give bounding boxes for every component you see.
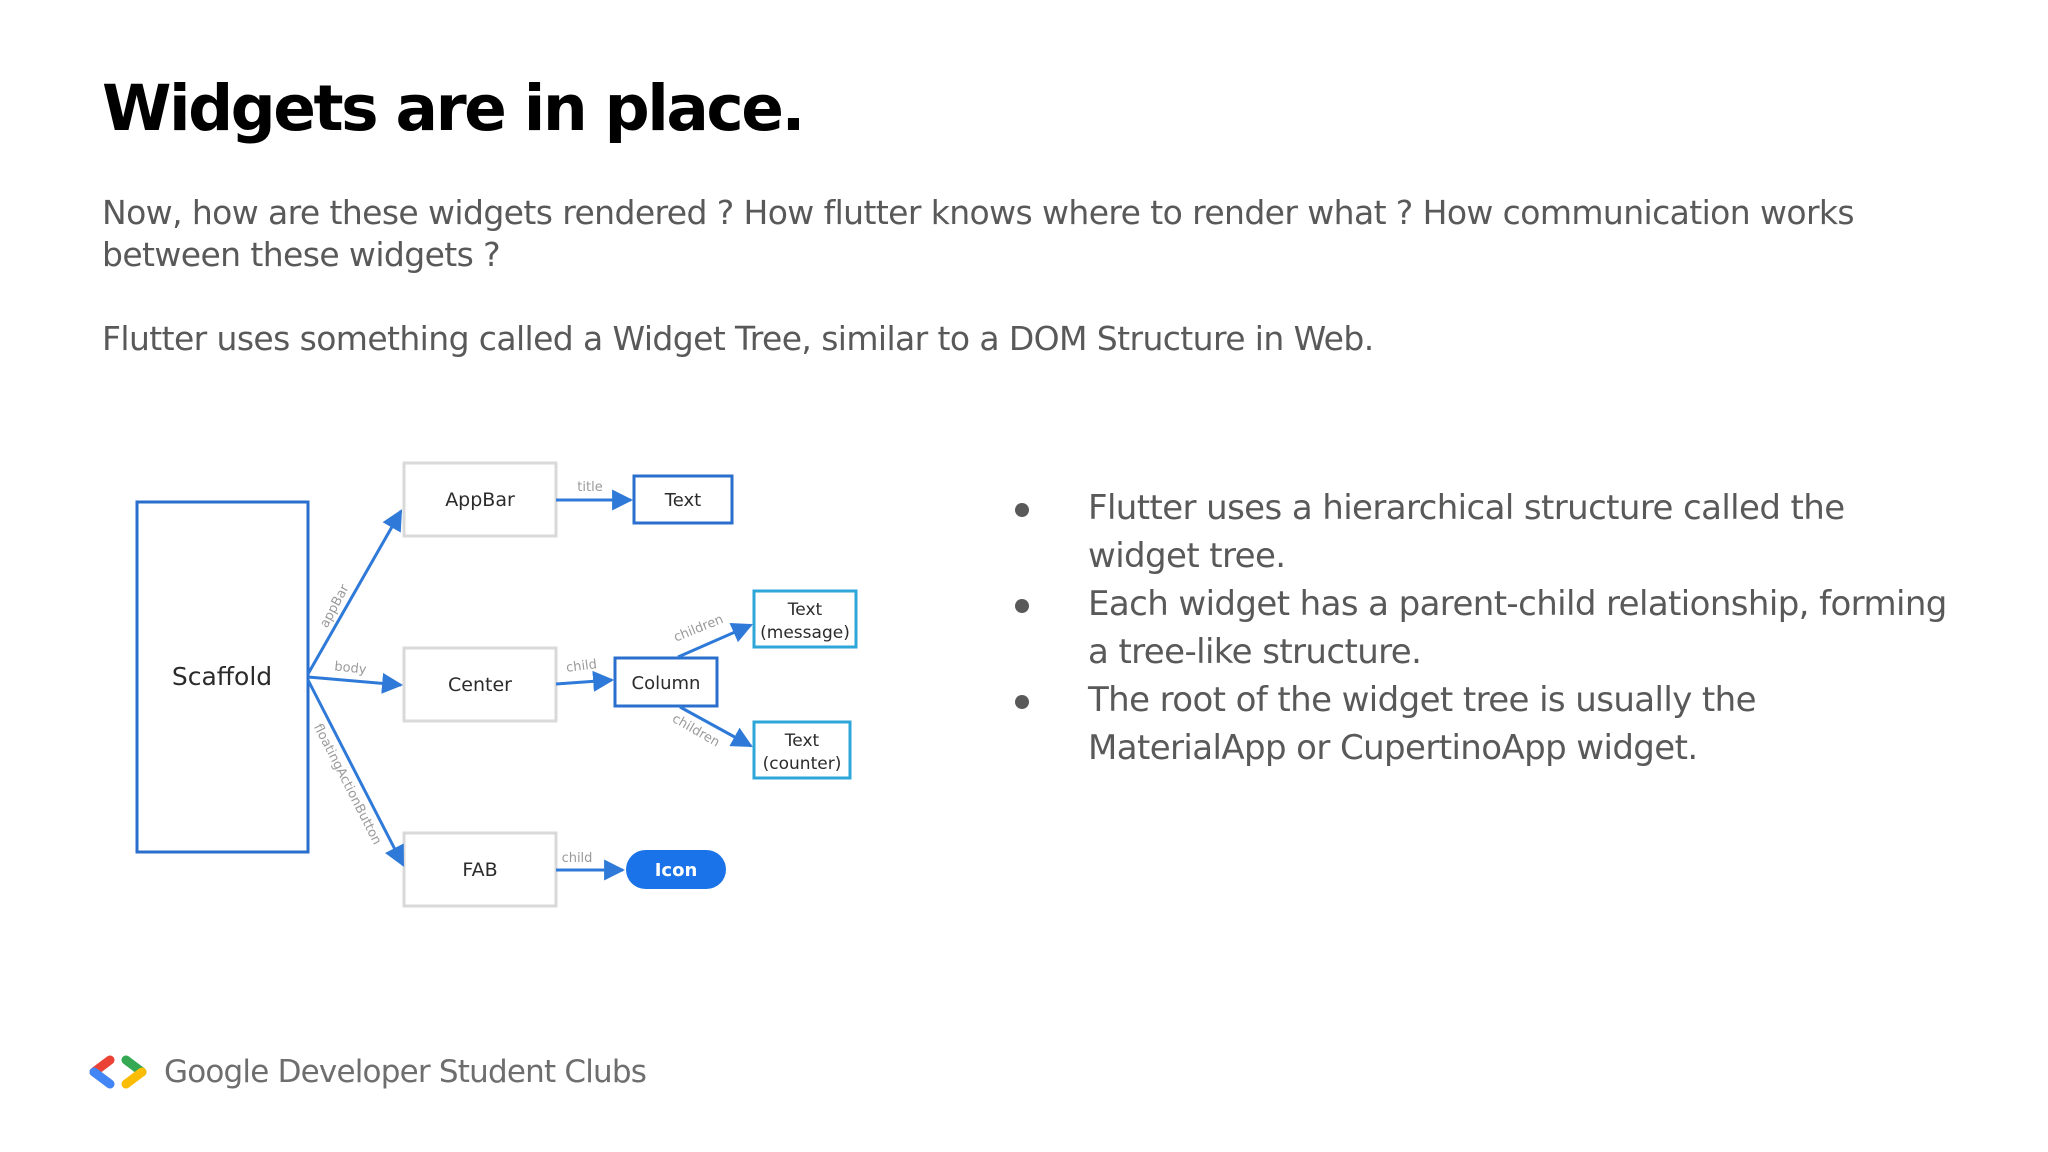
edge-label-center-child: child	[565, 657, 597, 676]
edge-scaffold-appbar	[306, 509, 403, 675]
edge-label-body: body	[334, 659, 368, 677]
edge-label-title: title	[577, 480, 602, 495]
bullet-text: The root of the widget tree is usually t…	[1088, 680, 1757, 768]
scaffold-label: Scaffold	[172, 662, 272, 691]
bullet-list: Flutter uses a hierarchical structure ca…	[1003, 484, 1963, 772]
text-message-label: Text	[787, 600, 823, 620]
edge-scaffold-fab	[306, 679, 405, 867]
widget-tree-diagram: Scaffold AppBar Center FAB Text Column T…	[135, 461, 858, 908]
text-counter-sublabel: (counter)	[763, 754, 842, 774]
bullet-item: The root of the widget tree is usually t…	[1003, 676, 1963, 772]
appbar-label: AppBar	[445, 489, 515, 511]
intro-text: Now, how are these widgets rendered ? Ho…	[102, 193, 1855, 274]
widget-tree-intro-text: Flutter uses something called a Widget T…	[102, 319, 1374, 358]
icon-label: Icon	[655, 860, 698, 881]
edge-column-message	[677, 622, 753, 659]
icon-node	[626, 850, 726, 889]
edge-scaffold-center	[307, 672, 404, 694]
bullet-item: Each widget has a parent-child relations…	[1003, 580, 1963, 676]
bullet-item: Flutter uses a hierarchical structure ca…	[1003, 484, 1963, 580]
edge-center-column	[555, 670, 615, 692]
slide-title: Widgets are in place.	[102, 72, 805, 145]
fab-label: FAB	[462, 859, 497, 881]
bullet-dot-icon	[1015, 503, 1029, 517]
footer-text: Google Developer Student Clubs	[164, 1054, 647, 1090]
bullet-dot-icon	[1015, 695, 1029, 709]
column-node	[613, 656, 719, 708]
edge-label-fab-child: child	[562, 851, 593, 866]
footer-branding: Google Developer Student Clubs	[86, 1050, 647, 1094]
text-counter-label: Text	[784, 731, 820, 751]
center-node	[402, 646, 558, 723]
text-counter-node	[752, 720, 852, 780]
center-label: Center	[448, 674, 512, 696]
column-label: Column	[632, 673, 701, 694]
text-title-label: Text	[664, 490, 701, 511]
text-message-node	[752, 589, 858, 649]
text-title-node	[632, 474, 734, 525]
scaffold-node	[135, 500, 310, 854]
gdsc-brackets-logo-icon	[89, 1055, 147, 1089]
edge-column-counter	[679, 705, 753, 748]
appbar-node	[402, 461, 558, 538]
edge-label-fab: floatingActionButton	[310, 721, 384, 847]
text-message-sublabel: (message)	[760, 623, 850, 643]
bullet-dot-icon	[1015, 599, 1029, 613]
bullet-text: Each widget has a parent-child relations…	[1088, 584, 1947, 672]
bullet-text: Flutter uses a hierarchical structure ca…	[1088, 488, 1845, 576]
